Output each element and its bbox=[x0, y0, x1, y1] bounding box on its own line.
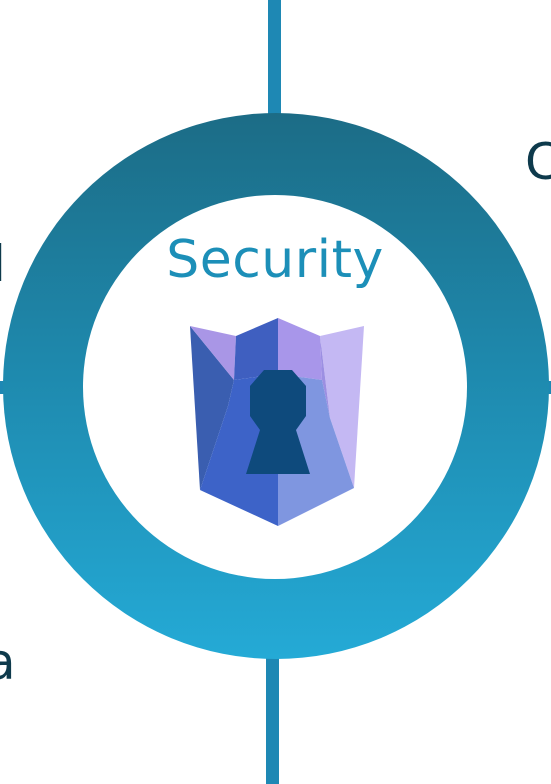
edge-label-left-top: d bbox=[0, 234, 6, 294]
edge-label-left-bottom: a bbox=[0, 633, 16, 691]
shield-keyhole-icon bbox=[186, 318, 368, 530]
edge-label-right-top: C bbox=[525, 133, 551, 191]
connector-top bbox=[268, 0, 281, 120]
connector-bottom bbox=[266, 652, 279, 784]
center-title: Security bbox=[166, 230, 384, 290]
